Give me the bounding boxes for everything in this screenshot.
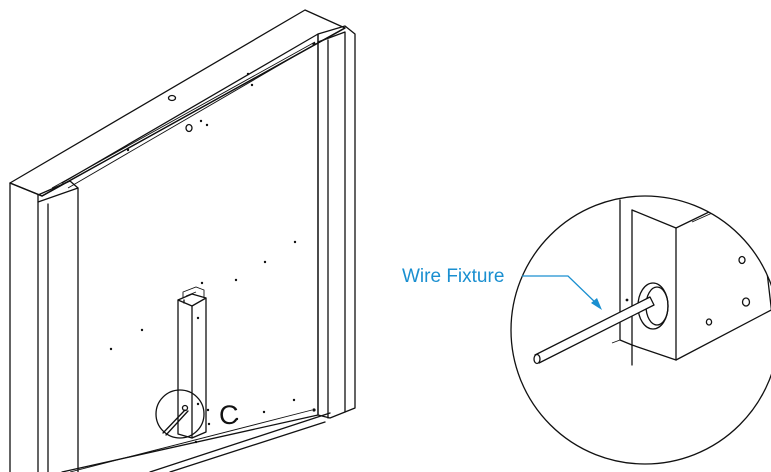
wire-box (162, 286, 207, 439)
top-rail (9, 9, 346, 197)
detail-c-circle (155, 389, 205, 439)
callout-arrowhead (591, 298, 602, 310)
wire (533, 296, 655, 365)
bottom-rail (149, 412, 331, 472)
frame-assembly: C (9, 9, 356, 472)
detail-view (510, 195, 771, 465)
mounting-holes (126, 42, 316, 152)
detail-view-circle (510, 195, 771, 465)
left-post (9, 180, 79, 472)
callout-leader-line (522, 275, 599, 306)
wire-fixture-callout: Wire Fixture (402, 266, 602, 310)
panel-fasteners (109, 240, 316, 444)
right-post (317, 25, 356, 419)
detail-c-label: C (219, 400, 239, 430)
wire-fixture-label: Wire Fixture (402, 266, 504, 287)
